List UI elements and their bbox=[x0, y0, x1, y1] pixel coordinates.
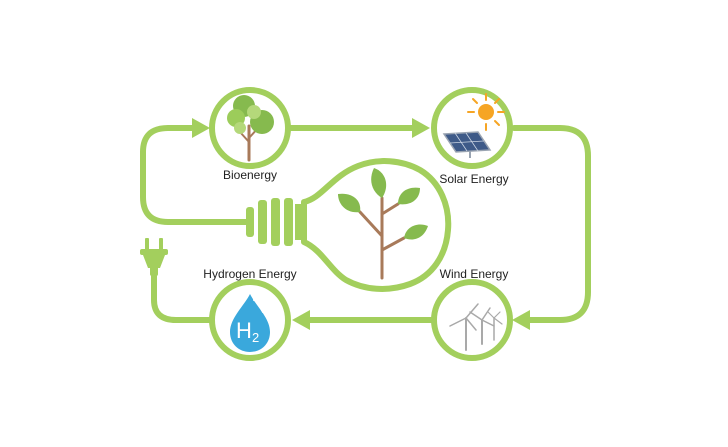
wind-energy-label: Wind Energy bbox=[439, 267, 509, 281]
wind-turbine-icon bbox=[449, 303, 503, 351]
node-bioenergy bbox=[209, 87, 291, 169]
tree-icon bbox=[227, 95, 274, 162]
arrow-solar-to-wind bbox=[511, 125, 591, 323]
node-hydrogen bbox=[209, 279, 291, 361]
solar-energy-label: Solar Energy bbox=[439, 172, 509, 186]
cycle-connectors bbox=[140, 118, 591, 330]
hydrogen-symbol-subscript: 2 bbox=[252, 330, 260, 345]
hydrogen-symbol-letter: H bbox=[236, 318, 252, 343]
plug-icon bbox=[140, 238, 168, 276]
solar-panel-icon bbox=[442, 93, 505, 158]
hydrogen-drop-icon bbox=[230, 294, 270, 352]
node-solar bbox=[431, 87, 513, 169]
hydrogen-energy-label: Hydrogen Energy bbox=[203, 267, 297, 281]
arrowhead-wind-to-hydrogen bbox=[292, 310, 310, 330]
plug-cord bbox=[151, 272, 215, 323]
arrowhead-bio-to-solar bbox=[412, 118, 430, 138]
arrowhead-bulb-to-bio bbox=[192, 118, 210, 138]
lightbulb-plant-icon bbox=[246, 158, 452, 292]
arrow-bulb-to-bio bbox=[140, 125, 249, 225]
arrowhead-solar-to-wind bbox=[512, 310, 530, 330]
bioenergy-label: Bioenergy bbox=[222, 168, 278, 182]
node-wind bbox=[431, 279, 513, 361]
